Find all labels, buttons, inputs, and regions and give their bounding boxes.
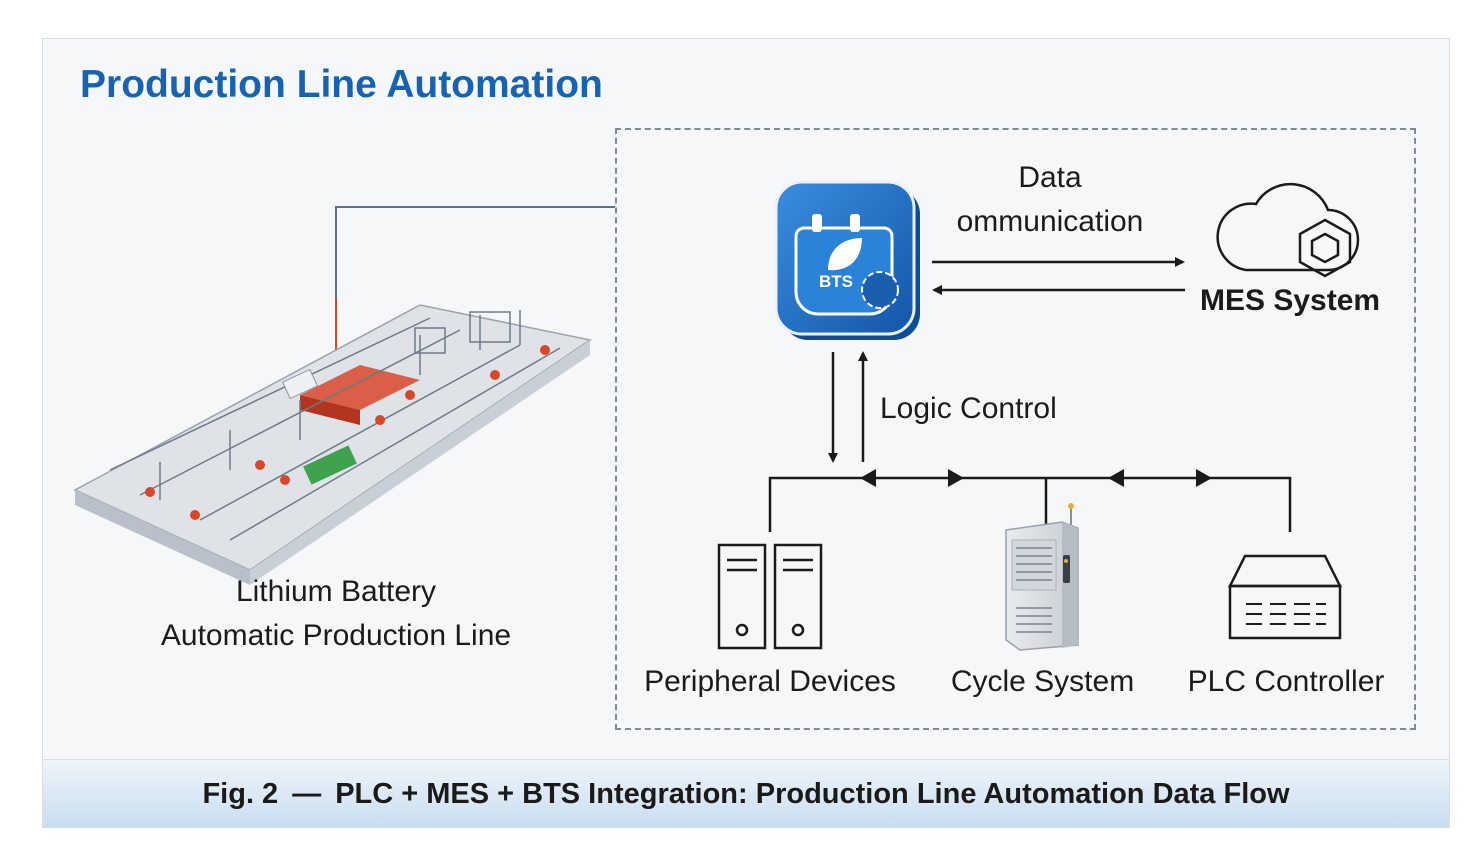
cycle-cabinet-icon	[1005, 503, 1079, 651]
caption-text: PLC + MES + BTS Integration: Production …	[335, 777, 1290, 810]
logic-control-label: Logic Control	[880, 392, 1057, 425]
bts-badge-text: BTS	[819, 272, 853, 291]
production-line-label-line2: Automatic Production Line	[160, 619, 512, 652]
plc-controller-label: PLC Controller	[1187, 665, 1385, 698]
server-tower-icon	[717, 543, 823, 650]
page-title: Production Line Automation	[80, 63, 603, 106]
system-boundary-box	[615, 128, 1416, 730]
data-communication-label: Data ommunication	[935, 156, 1165, 244]
caption-figure-number: Fig. 2	[202, 777, 279, 810]
plc-controller-icon	[1227, 554, 1343, 640]
figure-caption: Fig. 2 — PLC + MES + BTS Integration: Pr…	[42, 760, 1450, 828]
peripheral-devices-label: Peripheral Devices	[644, 665, 896, 698]
production-line-label-line1: Lithium Battery	[235, 575, 437, 608]
bts-app-icon	[774, 180, 920, 340]
bus-arrowheads	[860, 469, 1212, 487]
cycle-system-label: Cycle System	[950, 665, 1135, 698]
production-line-label: Lithium Battery Automatic Production Lin…	[116, 570, 556, 658]
data-communication-line1: Data	[1018, 161, 1082, 194]
data-communication-line2: ommunication	[956, 205, 1144, 238]
mes-system-label: MES System	[1200, 284, 1381, 317]
caption-dash: —	[292, 777, 322, 810]
production-line-illustration	[73, 304, 592, 585]
cloud-icon	[1216, 182, 1360, 278]
